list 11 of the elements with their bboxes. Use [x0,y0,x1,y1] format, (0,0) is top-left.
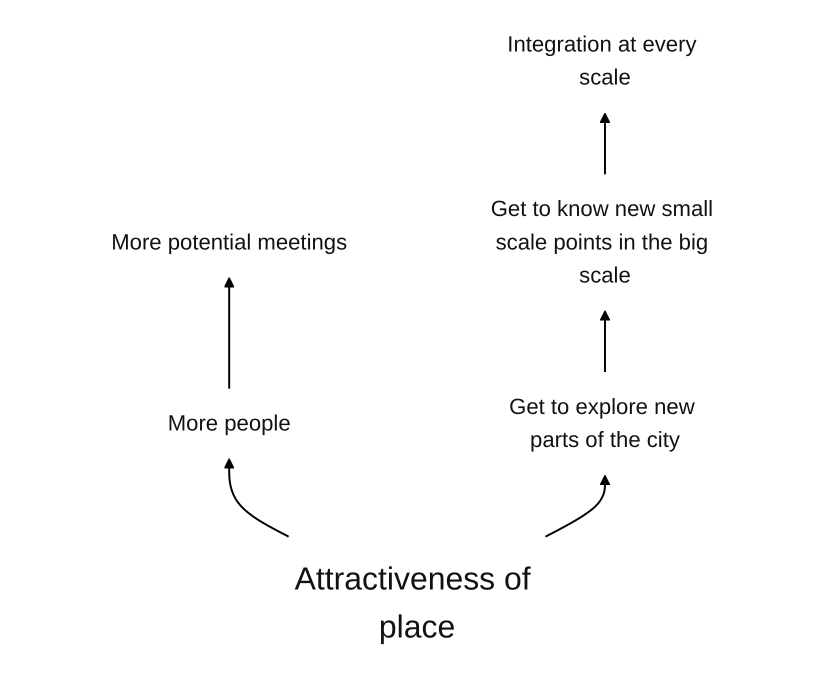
node-text: Get to know new small scale points in the big scale [490,196,714,288]
node-text: Integration at every scale [507,32,697,90]
node-text: Attractiveness of place [294,560,531,645]
arrow [600,310,610,372]
node-text: More people [168,410,291,436]
arrow [545,474,610,538]
node-text: Get to explore new parts of the city [509,394,695,452]
node-text: More potential meetings [111,230,348,254]
arrow [600,112,610,174]
arrow [224,458,290,538]
arrow [224,277,235,389]
